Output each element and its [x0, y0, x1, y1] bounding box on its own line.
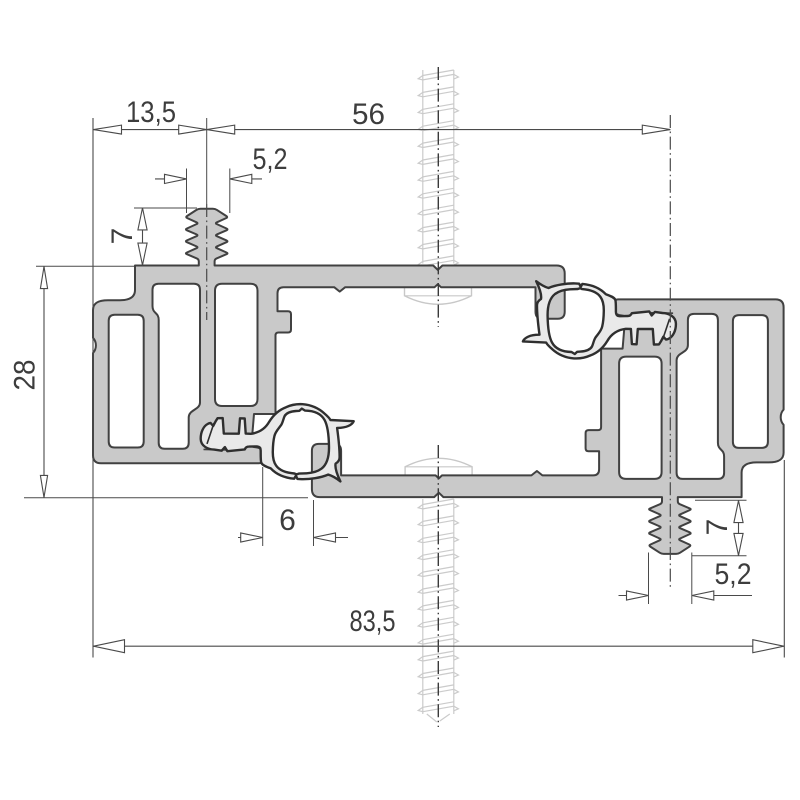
svg-text:6: 6	[279, 504, 296, 537]
svg-text:7: 7	[701, 519, 734, 536]
svg-text:5,2: 5,2	[253, 143, 288, 176]
svg-text:5,2: 5,2	[715, 558, 752, 591]
svg-text:83,5: 83,5	[350, 605, 396, 638]
svg-text:13,5: 13,5	[126, 96, 176, 129]
svg-text:56: 56	[352, 98, 385, 131]
svg-text:7: 7	[106, 228, 139, 245]
svg-text:28: 28	[9, 360, 42, 391]
